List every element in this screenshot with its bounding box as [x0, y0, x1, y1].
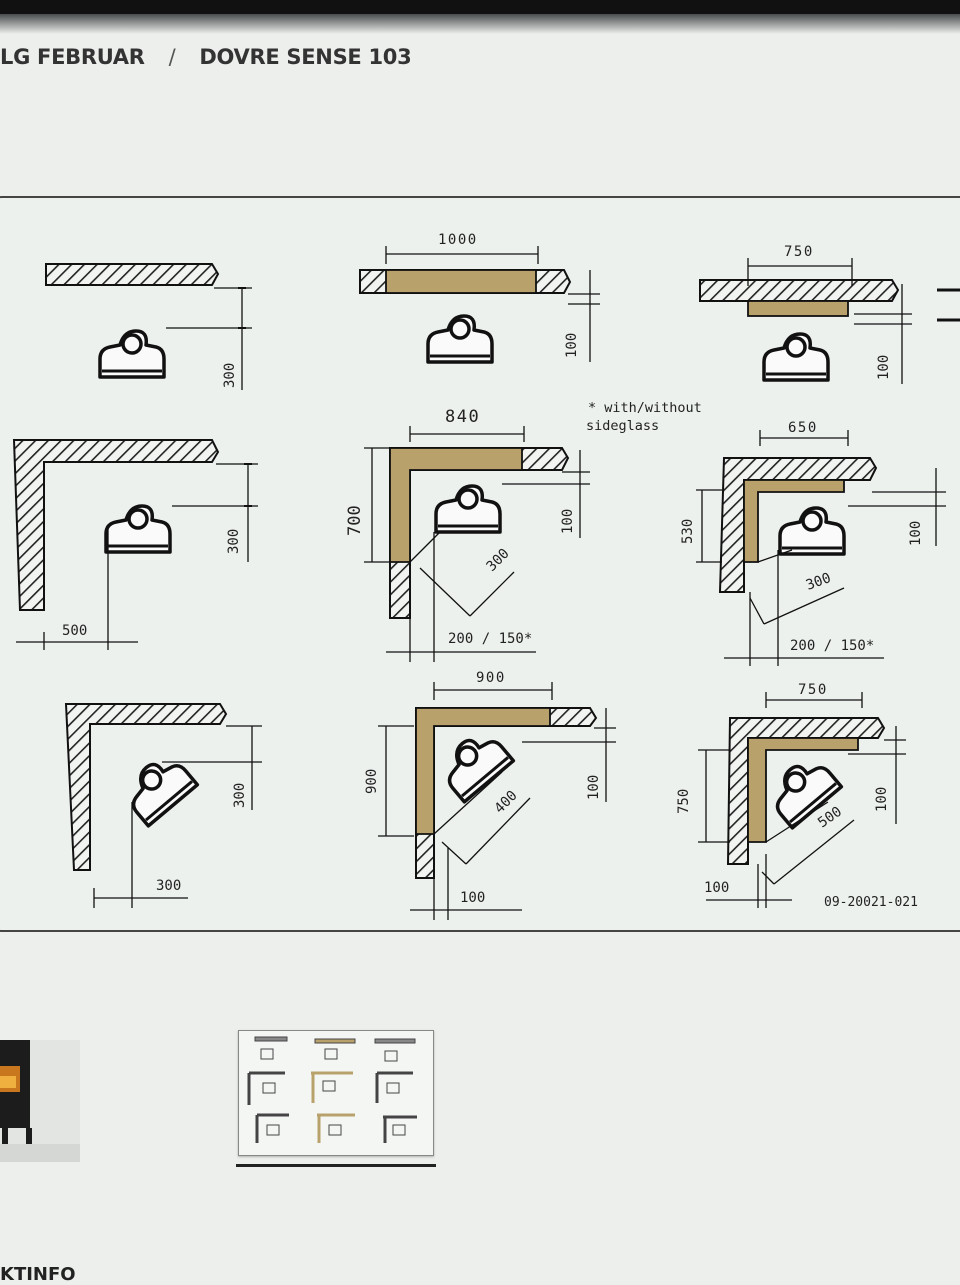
dim-label: 300 — [222, 363, 238, 388]
dim-label: 530 — [680, 519, 696, 544]
stove-icon — [0, 1040, 80, 1162]
dim-label: 840 — [445, 407, 480, 427]
dim-label: 900 — [476, 670, 506, 686]
config-wall-insulated-1000 — [359, 246, 600, 364]
browser-top-bar — [0, 0, 960, 18]
drawing-number: 09-20021-021 — [824, 895, 918, 910]
dim-label: 650 — [788, 420, 818, 436]
dim-label: 700 — [345, 505, 365, 536]
product-thumbnail[interactable] — [0, 1040, 80, 1162]
dim-label: 200 / 150* — [448, 631, 532, 647]
dim-label: 500 — [62, 623, 87, 639]
dim-label: 1000 — [438, 232, 478, 248]
dim-label: 100 — [704, 880, 729, 896]
dim-label: 300 — [232, 783, 248, 808]
section-heading: KTINFO — [0, 1264, 76, 1285]
config-wall-no-insulation — [45, 263, 252, 390]
config-corner-insulated-650 — [696, 430, 946, 666]
breadcrumb-item-lg-februar[interactable]: LG FEBRUAR — [0, 45, 145, 69]
config-corner-45-no-insulation — [64, 703, 262, 908]
config-corner-insulated-840 — [364, 426, 590, 662]
dim-label: 900 — [364, 769, 380, 794]
dim-label: 100 — [560, 509, 576, 534]
breadcrumb-separator: / — [168, 45, 176, 69]
top-shade — [0, 14, 960, 34]
breadcrumb: LG FEBRUAR / DOVRE SENSE 103 — [0, 40, 412, 74]
config-corner-45-insulated-750 — [698, 692, 906, 908]
dim-label: 300 — [804, 570, 833, 594]
note-line-2: sideglass — [586, 418, 659, 434]
dim-label: 750 — [784, 244, 814, 260]
dim-label: 300 — [484, 546, 513, 575]
note-line-1: * with/without — [588, 400, 702, 416]
config-corner-45-insulated-900 — [378, 682, 616, 920]
thumbnail-active-indicator — [236, 1164, 436, 1167]
config-wall-insulated-750 — [699, 258, 960, 384]
dim-label: 300 — [156, 878, 181, 894]
dim-label: 100 — [908, 521, 924, 546]
dim-label: 100 — [460, 890, 485, 906]
dim-label: 750 — [676, 789, 692, 814]
diagram-thumbnail[interactable] — [238, 1030, 434, 1156]
dim-label: 750 — [798, 682, 828, 698]
dim-label: 100 — [874, 787, 890, 812]
dim-label: 100 — [586, 775, 602, 800]
dim-label: 200 / 150* — [790, 638, 874, 654]
config-corner-no-insulation — [12, 439, 258, 650]
breadcrumb-item-dovre-sense-103[interactable]: DOVRE SENSE 103 — [199, 45, 412, 69]
installation-diagram: 300 1000 100 750 100 300 500 840 700 100… — [12, 232, 960, 920]
dim-label: 300 — [226, 529, 242, 554]
dim-label: 100 — [876, 355, 892, 380]
installation-diagram-panel: 300 1000 100 750 100 300 500 840 700 100… — [0, 196, 960, 932]
dim-label: 100 — [564, 333, 580, 358]
diagram-thumbnail-image — [247, 1036, 417, 1143]
